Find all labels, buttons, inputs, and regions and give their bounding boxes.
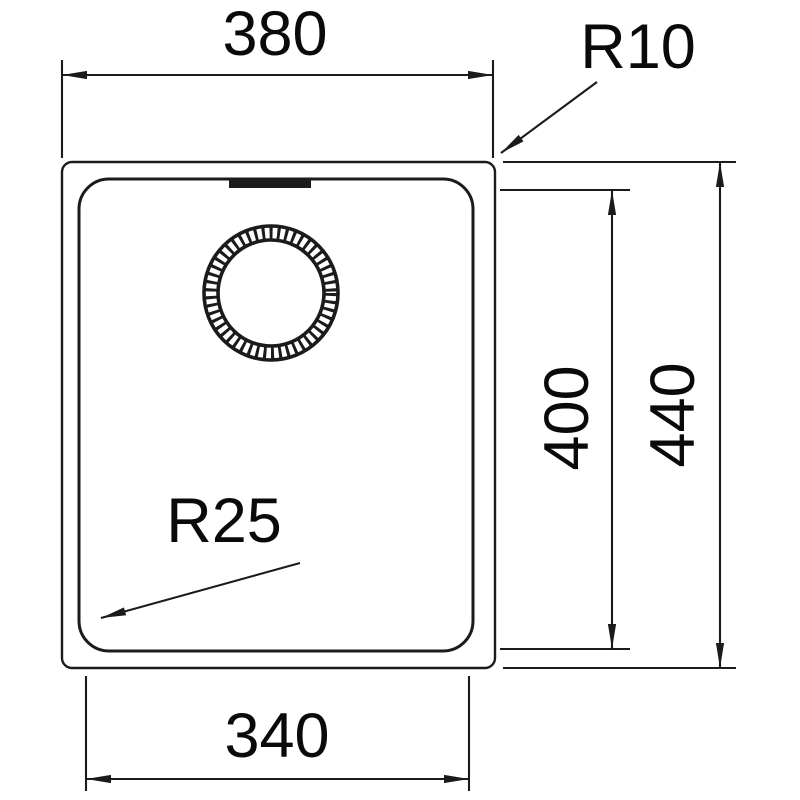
- leader-line: [500, 81, 598, 154]
- leader-bowl-corner-radius: R25: [100, 486, 301, 620]
- bowl-height-label: 400: [532, 365, 602, 470]
- drain-inner-ring: [216, 238, 326, 348]
- outer-width-label: 380: [222, 0, 327, 69]
- drain-hatch-ring: [204, 226, 338, 360]
- dim-bowl-height: 400: [500, 188, 630, 651]
- sink-bowl-outline: [77, 177, 475, 653]
- drain-outer-ring: [202, 224, 340, 362]
- leader-rim-corner-radius: R10: [500, 12, 696, 154]
- leader-line: [100, 561, 301, 620]
- dim-bowl-width: 340: [84, 676, 471, 791]
- dim-outer-height: 440: [503, 160, 736, 670]
- outer-height-label: 440: [638, 362, 708, 467]
- bowl-corner-radius-label: R25: [166, 486, 282, 556]
- bowl-width-label: 340: [224, 701, 329, 771]
- dim-outer-width: 380: [60, 0, 495, 158]
- drain-hole: [202, 224, 340, 362]
- rim-corner-radius-label: R10: [580, 12, 696, 82]
- overflow-slot: [229, 180, 311, 188]
- sink-outer-outline: [60, 160, 497, 670]
